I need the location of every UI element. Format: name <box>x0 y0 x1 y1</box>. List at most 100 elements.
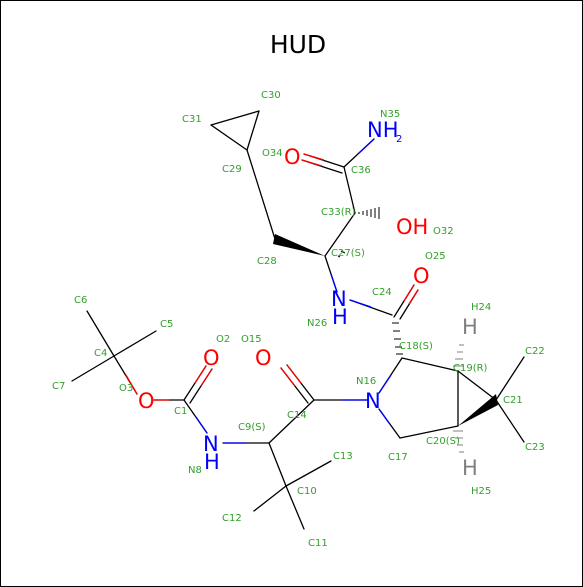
hetero-bond-segments <box>125 138 419 444</box>
atom-number-c6: C6 <box>74 295 87 306</box>
atom-n35-subscript: 2 <box>396 134 402 145</box>
atom-o25: O <box>413 264 430 288</box>
bond-c4-c6 <box>86 310 115 357</box>
hash-c33-o32 <box>358 207 380 219</box>
bond-half-o25-b <box>408 289 419 305</box>
atom-number-c28: C28 <box>257 256 277 267</box>
atom-number-o3: O3 <box>119 383 133 394</box>
atom-n26-h: H <box>332 305 348 329</box>
atom-number-h25: H25 <box>471 486 491 497</box>
atom-number-n8: N8 <box>188 465 202 476</box>
diagram-title: HUD <box>270 30 326 59</box>
bond-c10-c12 <box>253 485 287 512</box>
bonds <box>71 110 525 530</box>
bond-c30-c29 <box>246 110 260 151</box>
atom-number-c30: C30 <box>261 90 281 101</box>
atom-number-n26: N26 <box>307 318 327 329</box>
bond-half-o34 <box>303 153 325 161</box>
bond-half-o15-b <box>280 367 296 387</box>
atom-number-c29: C29 <box>222 164 242 175</box>
atom-number-c11: C11 <box>308 538 328 549</box>
bond-half-o34-b <box>301 159 323 167</box>
atom-number-c7: C7 <box>52 381 65 392</box>
atom-n8-h: H <box>204 450 220 474</box>
bond-half-o25 <box>403 284 415 302</box>
hash-c24-c18 <box>392 322 403 355</box>
bond-half-o2 <box>194 365 207 384</box>
bond-c9-c10 <box>268 442 287 487</box>
bond-half-n35 <box>358 138 375 154</box>
atom-number-o2: O2 <box>216 334 230 345</box>
atom-n26: N <box>331 287 347 311</box>
wedge-c27-c28 <box>273 234 325 256</box>
atom-o34: O <box>284 145 301 169</box>
atom-number-c1: C1 <box>174 406 187 417</box>
atom-number-n35: N35 <box>380 109 400 120</box>
atom-n16: N <box>365 389 381 413</box>
hash-c20-h25 <box>453 430 464 453</box>
atom-o32: OH <box>396 215 428 239</box>
atom-number-c22: C22 <box>525 346 545 357</box>
atom-number-c27: C27(S) <box>331 248 365 259</box>
atom-number-c20: C20(S) <box>426 436 460 447</box>
stereo-bonds <box>273 207 498 453</box>
hash-c27-c33 <box>337 250 346 258</box>
atom-number-c23: C23 <box>525 442 545 453</box>
bond-c29-c28 <box>246 149 276 240</box>
bond-half-n8-b <box>195 416 208 434</box>
bond-c21-c22 <box>495 356 525 401</box>
bond-half-n16-c <box>378 374 392 394</box>
bond-c36-c33 <box>343 166 356 214</box>
atom-number-o25: O25 <box>425 251 446 262</box>
bond-c10-c13 <box>285 460 332 487</box>
atom-number-c13: C13 <box>333 451 353 462</box>
atom-number-c14: C14 <box>287 410 307 421</box>
atom-number-labels: C30 C31 C29 O34 N35 C36 C33(R) O32 O25 C… <box>52 90 545 549</box>
atom-number-c12: C12 <box>222 513 242 524</box>
bond-c31-c29 <box>210 124 248 151</box>
atom-n35: NH <box>367 118 399 142</box>
atom-number-c36: C36 <box>351 165 371 176</box>
atom-number-n16: N16 <box>356 376 376 387</box>
atom-number-c24: C24 <box>372 287 392 298</box>
atom-number-c17: C17 <box>388 452 408 463</box>
atom-number-c33: C33(R) <box>321 207 356 218</box>
atom-number-c19: C19(R) <box>453 363 488 374</box>
bond-c4-c5 <box>113 330 157 357</box>
atom-n8: N <box>203 432 219 456</box>
atom-h24: H <box>462 315 478 339</box>
atom-o3: O <box>138 389 155 413</box>
atom-symbols: O NH 2 OH O N H O O O N N H H H <box>138 118 478 480</box>
atom-number-o15: O15 <box>241 334 262 345</box>
atom-number-c10: C10 <box>297 486 317 497</box>
bond-c10-c11 <box>285 485 305 530</box>
bond-c33-c27 <box>324 212 356 257</box>
atom-number-c31: C31 <box>182 114 202 125</box>
bond-c21-c23 <box>495 399 525 443</box>
wedge-c20-c21 <box>458 394 498 426</box>
bond-c18-c19 <box>401 357 459 372</box>
bond-c31-c30 <box>210 110 260 126</box>
bond-half-n26-a <box>330 273 338 293</box>
atom-number-c4: C4 <box>94 348 107 359</box>
atom-number-h24: H24 <box>471 302 491 313</box>
atom-number-c9: C9(S) <box>238 422 266 433</box>
atom-number-c18: C18(S) <box>399 341 433 352</box>
bond-half-o2-b <box>200 368 213 387</box>
atom-number-o32: O32 <box>433 226 454 237</box>
atom-h25: H <box>462 456 478 480</box>
bond-c14-c9 <box>268 399 315 444</box>
atom-o15: O <box>255 346 272 370</box>
atom-number-c21: C21 <box>503 395 523 406</box>
bond-half-o15 <box>286 364 302 384</box>
bond-c17-c20 <box>399 425 459 439</box>
bond-c4-c7 <box>71 355 115 382</box>
hash-c19-h24 <box>453 344 464 367</box>
bond-half-n26-b <box>349 299 372 308</box>
bond-half-o3-b <box>125 374 138 395</box>
bond-c19-c21 <box>457 370 497 401</box>
atom-number-c5: C5 <box>160 319 173 330</box>
hash-line <box>340 250 346 254</box>
